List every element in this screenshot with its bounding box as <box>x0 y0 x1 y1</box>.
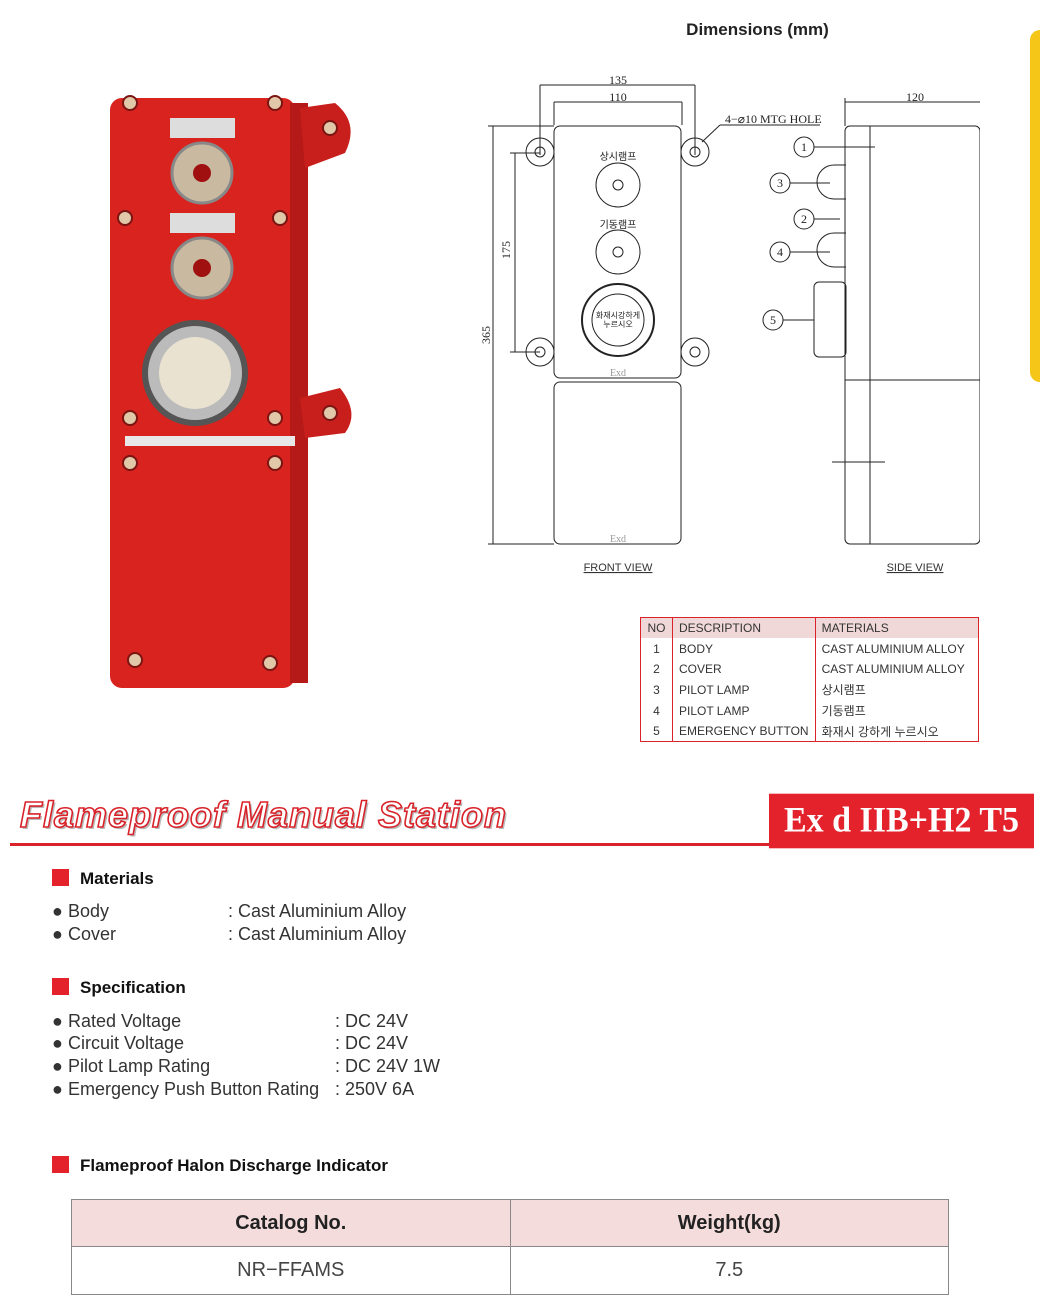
title-divider <box>10 843 772 846</box>
value: Cast Aluminium Alloy <box>238 924 407 944</box>
weight: 7.5 <box>509 1246 949 1295</box>
callout-3: 3 <box>777 176 783 190</box>
cell: COVER <box>672 658 816 680</box>
cell: BODY <box>672 638 816 659</box>
exd-mark-bottom: Exd <box>610 534 626 545</box>
cell: EMERGENCY BUTTON <box>672 720 816 742</box>
value: DC 24V <box>345 1011 409 1031</box>
exd-mark-top: Exd <box>610 368 626 379</box>
cell: PILOT LAMP <box>672 679 816 701</box>
red-square-icon <box>52 1156 69 1173</box>
cell: CAST ALUMINIUM ALLOY <box>821 662 965 677</box>
cell: 1 <box>640 638 673 659</box>
value: Cast Aluminium Alloy <box>238 901 407 921</box>
spec-item: ●Emergency Push Button Rating: 250V 6A <box>52 1079 415 1099</box>
header-weight: Weight(kg) <box>509 1199 949 1247</box>
catalog-table: Catalog No. Weight(kg) NR−FFAMS 7.5 <box>71 1199 949 1295</box>
cell: 상시램프 <box>821 683 866 698</box>
material-item: ●Body: Cast Aluminium Alloy <box>52 901 407 921</box>
dimension-drawing: 135 110 175 365 4−⌀10 MTG HOLE 상시램프 기동램프… <box>480 73 980 574</box>
dim-120: 120 <box>906 90 924 104</box>
lamp2-label: 기동램프 <box>600 219 637 231</box>
cell: 5 <box>640 720 673 742</box>
catalog-no: NR−FFAMS <box>71 1246 511 1295</box>
cell: 3 <box>640 679 673 701</box>
bullet-icon: ● <box>52 1033 63 1053</box>
label: Body <box>68 901 110 921</box>
callout-1: 1 <box>801 140 807 154</box>
dimensions-title: Dimensions (mm) <box>686 20 829 39</box>
label: Emergency Push Button Rating <box>68 1079 320 1099</box>
callout-5: 5 <box>770 313 776 327</box>
label: Circuit Voltage <box>68 1033 185 1053</box>
product-photo <box>110 95 352 688</box>
parts-header-description: DESCRIPTION <box>672 617 816 639</box>
cell: PILOT LAMP <box>672 700 816 721</box>
label: Pilot Lamp Rating <box>68 1056 211 1076</box>
mtg-hole-label: 4−⌀10 MTG HOLE <box>725 112 822 126</box>
value: 250V 6A <box>345 1079 415 1099</box>
bullet-icon: ● <box>52 924 63 944</box>
table-row: NR−FFAMS 7.5 <box>71 1246 949 1295</box>
materials-heading-text: Materials <box>80 869 154 888</box>
catalog-heading-text: Flameproof Halon Discharge Indicator <box>80 1156 388 1175</box>
cell: 4 <box>640 700 673 721</box>
bullet-icon: ● <box>52 1079 63 1099</box>
parts-header-no: NO <box>640 617 673 639</box>
spec-item: ●Pilot Lamp Rating: DC 24V 1W <box>52 1056 441 1076</box>
label: Cover <box>68 924 117 944</box>
cell: CAST ALUMINIUM ALLOY <box>821 641 965 656</box>
catalog-header-row: Catalog No. Weight(kg) <box>71 1199 949 1247</box>
dim-175: 175 <box>499 241 513 259</box>
front-view: 135 110 175 365 4−⌀10 MTG HOLE 상시램프 기동램프… <box>480 73 822 574</box>
side-view-label: SIDE VIEW <box>887 562 944 574</box>
label: Rated Voltage <box>68 1011 182 1031</box>
bullet-icon: ● <box>52 1011 63 1031</box>
specification-heading: Specification <box>52 978 186 998</box>
cell: 화재시 강하게 누르시오 <box>821 724 939 739</box>
yellow-side-tab <box>1030 30 1040 382</box>
dim-365: 365 <box>480 326 493 344</box>
spec-item: ●Circuit Voltage: DC 24V <box>52 1033 409 1053</box>
callout-4: 4 <box>777 245 783 259</box>
cell: 2 <box>640 658 673 680</box>
specification-heading-text: Specification <box>80 978 186 997</box>
material-item: ●Cover: Cast Aluminium Alloy <box>52 924 407 944</box>
button-label-1: 화재시강하게 <box>596 310 640 320</box>
red-square-icon <box>52 869 69 886</box>
dim-110: 110 <box>609 90 627 104</box>
ex-rating-badge: Ex d IIB+H2 T5 <box>769 793 1034 849</box>
front-view-label: FRONT VIEW <box>584 562 653 574</box>
materials-heading: Materials <box>52 869 154 889</box>
side-view: 120 1 2 3 4 5 SIDE VIEW <box>762 90 980 574</box>
value: DC 24V 1W <box>345 1056 441 1076</box>
parts-header-row: NO DESCRIPTION MATERIALS <box>640 617 979 639</box>
catalog-heading: Flameproof Halon Discharge Indicator <box>52 1156 388 1176</box>
product-title: Flameproof Manual Station <box>19 793 508 836</box>
red-square-icon <box>52 978 69 995</box>
bullet-icon: ● <box>52 901 63 921</box>
spec-item: ●Rated Voltage: DC 24V <box>52 1011 409 1031</box>
bullet-icon: ● <box>52 1056 63 1076</box>
parts-header-materials: MATERIALS <box>815 617 979 639</box>
value: DC 24V <box>345 1033 409 1053</box>
lamp1-label: 상시램프 <box>600 151 637 163</box>
button-label-2: 누르시오 <box>603 320 632 329</box>
cell: 기동램프 <box>821 704 866 719</box>
header-catalog-no: Catalog No. <box>71 1199 511 1247</box>
dim-135: 135 <box>609 73 627 87</box>
callout-2: 2 <box>801 212 807 226</box>
callouts: 1 2 3 4 5 <box>762 136 875 331</box>
